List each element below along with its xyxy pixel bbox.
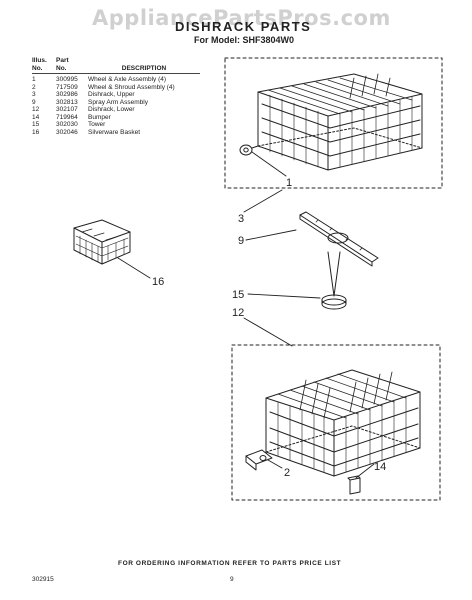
wheel-shroud-drawing [245, 449, 273, 471]
row-description: Tower [88, 121, 106, 128]
row-description: Silverware Basket [88, 128, 141, 136]
page-title: DISHRACK PARTS [175, 19, 312, 34]
row-part-no: 302046 [56, 128, 78, 136]
parts-table: Illus. No. Part No. DESCRIPTION 1 300995… [32, 57, 200, 136]
callout-12: 12 [232, 307, 244, 319]
watermark: AppliancePartsPros.com [92, 6, 391, 30]
document-code: 302915 [32, 576, 54, 583]
parts-row: 1 300995 Wheel & Axle Assembly (4) [32, 76, 200, 84]
header-description: DESCRIPTION [121, 64, 167, 72]
row-part-no: 719964 [56, 113, 78, 121]
upper-rack-frame [224, 57, 443, 189]
row-part-no: 302030 [56, 121, 78, 128]
row-illus: 15 [32, 121, 40, 128]
row-illus: 16 [32, 128, 40, 136]
row-part-no: 302107 [56, 106, 78, 113]
row-description: Wheel & Shroud Assembly (4) [88, 83, 175, 91]
parts-row: 3 302986 Dishrack, Upper [32, 91, 200, 99]
callout-2: 2 [284, 467, 290, 479]
callout-14: 14 [374, 461, 386, 473]
row-illus: 14 [32, 113, 40, 121]
callout-3: 3 [238, 213, 244, 225]
parts-table-header: Illus. No. Part No. DESCRIPTION [32, 57, 200, 74]
model-subtitle: For Model: SHF3804W0 [194, 35, 295, 45]
parts-row: 16 302046 Silverware Basket [32, 129, 200, 137]
row-illus: 3 [32, 91, 36, 98]
row-part-no: 300995 [56, 76, 78, 83]
parts-row: 9 302813 Spray Arm Assembly [32, 99, 200, 107]
row-part-no: 302986 [56, 91, 78, 98]
row-illus: 1 [32, 76, 36, 83]
silverware-basket-drawing [73, 219, 131, 265]
ordering-notice: FOR ORDERING INFORMATION REFER TO PARTS … [118, 560, 342, 567]
lower-rack-frame [231, 344, 441, 501]
row-part-no: 717509 [56, 83, 78, 91]
parts-row: 12 302107 Dishrack, Lower [32, 106, 200, 114]
bumper-drawing [347, 475, 361, 495]
header-illus-no: Illus. No. [32, 57, 47, 72]
row-description: Spray Arm Assembly [88, 98, 148, 106]
callout-15: 15 [232, 289, 244, 301]
row-illus: 12 [32, 106, 40, 113]
callout-9: 9 [238, 235, 244, 247]
row-description: Dishrack, Lower [88, 106, 135, 113]
parts-row: 14 719964 Bumper [32, 114, 200, 122]
header-part-no: Part No. [56, 57, 69, 72]
page-number: 9 [230, 576, 234, 583]
row-illus: 2 [32, 83, 36, 91]
spray-arm-drawing [299, 211, 379, 267]
leader-lines [117, 151, 375, 479]
callout-1: 1 [286, 177, 292, 189]
upper-dishrack-drawing [239, 73, 423, 171]
row-description: Bumper [88, 113, 111, 121]
row-part-no: 302813 [56, 98, 78, 106]
row-illus: 9 [32, 98, 36, 106]
parts-row: 15 302030 Tower [32, 121, 200, 129]
callout-16: 16 [152, 276, 164, 288]
tower-drawing [321, 251, 347, 310]
row-description: Wheel & Axle Assembly (4) [88, 76, 167, 83]
lower-dishrack-drawing [265, 369, 421, 477]
parts-row: 2 717509 Wheel & Shroud Assembly (4) [32, 84, 200, 92]
row-description: Dishrack, Upper [88, 91, 135, 98]
